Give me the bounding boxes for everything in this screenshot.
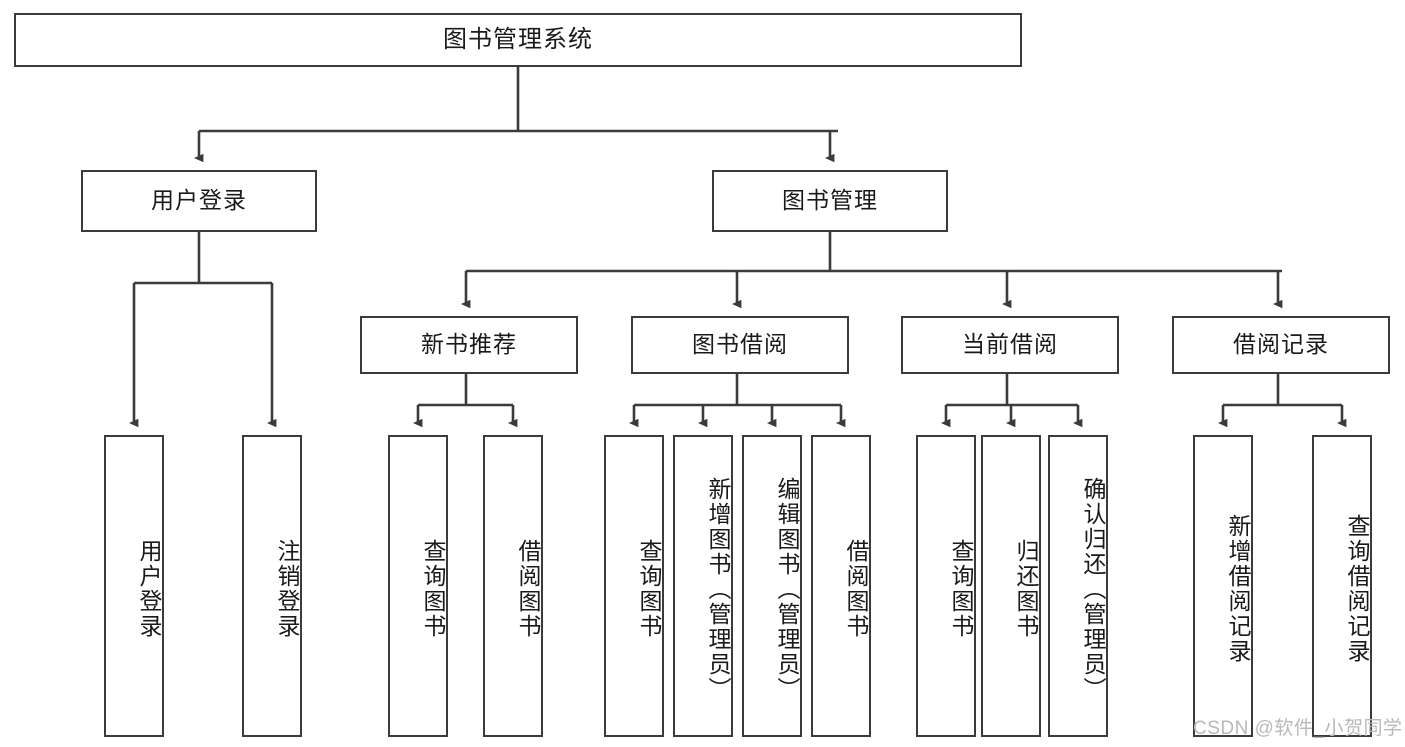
node-new-book-recommend-label: 新书推荐 bbox=[421, 331, 517, 358]
node-book-borrow-label: 图书借阅 bbox=[692, 331, 788, 358]
node-leaf-query-record[interactable]: 查询借阅记录 bbox=[1312, 435, 1372, 737]
node-leaf-query-book-3[interactable]: 查询图书 bbox=[916, 435, 976, 737]
node-current-borrow[interactable]: 当前借阅 bbox=[901, 316, 1119, 374]
node-book-manage-label: 图书管理 bbox=[782, 187, 878, 214]
node-leaf-edit-book-label: 编辑图书（管理员） bbox=[774, 476, 800, 702]
node-leaf-query-book-2[interactable]: 查询图书 bbox=[604, 435, 664, 737]
node-borrow-record[interactable]: 借阅记录 bbox=[1172, 316, 1390, 374]
node-leaf-return-book[interactable]: 归还图书 bbox=[981, 435, 1041, 737]
node-user-login[interactable]: 用户登录 bbox=[81, 170, 317, 232]
node-leaf-confirm-return-label: 确认归还（管理员） bbox=[1080, 476, 1106, 702]
node-leaf-logout-login-label: 注销登录 bbox=[274, 539, 300, 639]
node-leaf-add-record-label: 新增借阅记录 bbox=[1225, 514, 1251, 664]
csdn-watermark: CSDN @软件_小贺同学 bbox=[1193, 718, 1403, 739]
node-leaf-edit-book[interactable]: 编辑图书（管理员） bbox=[742, 435, 802, 737]
node-leaf-borrow-book-1-label: 借阅图书 bbox=[515, 539, 541, 639]
node-current-borrow-label: 当前借阅 bbox=[962, 331, 1058, 358]
node-leaf-add-book[interactable]: 新增图书（管理员） bbox=[673, 435, 733, 737]
node-leaf-borrow-book-1[interactable]: 借阅图书 bbox=[483, 435, 543, 737]
node-leaf-query-record-label: 查询借阅记录 bbox=[1344, 514, 1370, 664]
node-leaf-query-book-3-label: 查询图书 bbox=[948, 539, 974, 639]
node-leaf-borrow-book-2-label: 借阅图书 bbox=[843, 539, 869, 639]
node-root-label: 图书管理系统 bbox=[443, 25, 593, 53]
node-leaf-user-login[interactable]: 用户登录 bbox=[104, 435, 164, 737]
node-book-borrow[interactable]: 图书借阅 bbox=[631, 316, 849, 374]
node-leaf-query-book-2-label: 查询图书 bbox=[636, 539, 662, 639]
node-leaf-query-book-1[interactable]: 查询图书 bbox=[388, 435, 448, 737]
node-leaf-confirm-return[interactable]: 确认归还（管理员） bbox=[1048, 435, 1108, 737]
node-leaf-query-book-1-label: 查询图书 bbox=[420, 539, 446, 639]
node-root[interactable]: 图书管理系统 bbox=[14, 13, 1022, 67]
node-borrow-record-label: 借阅记录 bbox=[1233, 331, 1329, 358]
node-leaf-add-book-label: 新增图书（管理员） bbox=[705, 476, 731, 702]
node-leaf-user-login-label: 用户登录 bbox=[136, 539, 162, 639]
node-user-login-label: 用户登录 bbox=[151, 187, 247, 214]
node-book-manage[interactable]: 图书管理 bbox=[712, 170, 948, 232]
node-leaf-return-book-label: 归还图书 bbox=[1013, 539, 1039, 639]
node-leaf-add-record[interactable]: 新增借阅记录 bbox=[1193, 435, 1253, 737]
node-leaf-borrow-book-2[interactable]: 借阅图书 bbox=[811, 435, 871, 737]
node-leaf-logout-login[interactable]: 注销登录 bbox=[242, 435, 302, 737]
node-new-book-recommend[interactable]: 新书推荐 bbox=[360, 316, 578, 374]
